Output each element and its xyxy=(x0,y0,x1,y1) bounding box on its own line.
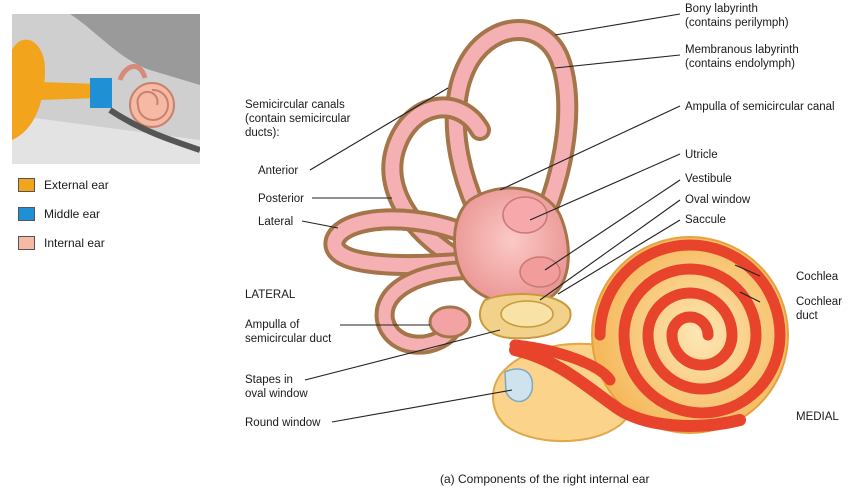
cochlear-duct xyxy=(509,239,786,419)
cochlear-duct-shaft xyxy=(509,344,746,432)
anterior-canal-duct xyxy=(448,23,575,262)
legend-label-external: External ear xyxy=(44,178,109,192)
label-posterior: Posterior xyxy=(258,193,305,205)
legend-label-internal: Internal ear xyxy=(44,236,105,250)
saccule xyxy=(519,256,561,288)
label-bony-labyrinth: Bony labyrinth (contains perilymph) xyxy=(685,3,789,29)
legend-middle-ear: Middle ear xyxy=(18,205,100,223)
legend-swatch-external xyxy=(18,178,35,192)
label-lateral: Lateral xyxy=(258,216,294,228)
round-window xyxy=(504,368,534,403)
ampulla-duct xyxy=(428,305,472,339)
label-ampulla-duct: Ampulla of semicircular duct xyxy=(245,319,332,345)
lower-canal-duct xyxy=(378,264,476,351)
middle-ear-region xyxy=(90,78,112,108)
legend-external-ear: External ear xyxy=(18,176,109,194)
label-utricle: Utricle xyxy=(685,149,718,161)
label-medial-direction: MEDIAL xyxy=(796,411,839,423)
utricle xyxy=(502,196,548,234)
ear-overview-icon xyxy=(12,14,200,164)
label-cochlear-duct: Cochlear duct xyxy=(796,296,843,322)
figure-caption: (a) Components of the right internal ear xyxy=(440,472,650,486)
label-vestibule: Vestibule xyxy=(685,173,732,185)
legend-swatch-middle xyxy=(18,207,35,221)
legend-swatch-internal xyxy=(18,236,35,250)
label-stapes: Stapes in oval window xyxy=(245,374,308,400)
posterior-canal-duct xyxy=(385,100,487,277)
label-saccule: Saccule xyxy=(685,214,726,226)
legend-label-middle: Middle ear xyxy=(44,207,101,221)
legend-internal-ear: Internal ear xyxy=(18,234,105,252)
label-oval-window: Oval window xyxy=(685,194,751,206)
label-ampulla-canal: Ampulla of semicircular canal xyxy=(685,101,835,113)
external-ear-region xyxy=(12,39,45,140)
label-lateral-direction: LATERAL xyxy=(245,289,296,301)
label-round-window: Round window xyxy=(245,417,321,429)
lateral-canal-duct xyxy=(327,212,487,273)
label-semicircular-canals: Semicircular canals (contain semicircula… xyxy=(245,99,351,139)
oval-window xyxy=(500,300,554,328)
label-anterior: Anterior xyxy=(258,165,299,177)
label-cochlea: Cochlea xyxy=(796,271,839,283)
label-membranous-labyrinth: Membranous labyrinth (contains endolymph… xyxy=(685,44,799,70)
